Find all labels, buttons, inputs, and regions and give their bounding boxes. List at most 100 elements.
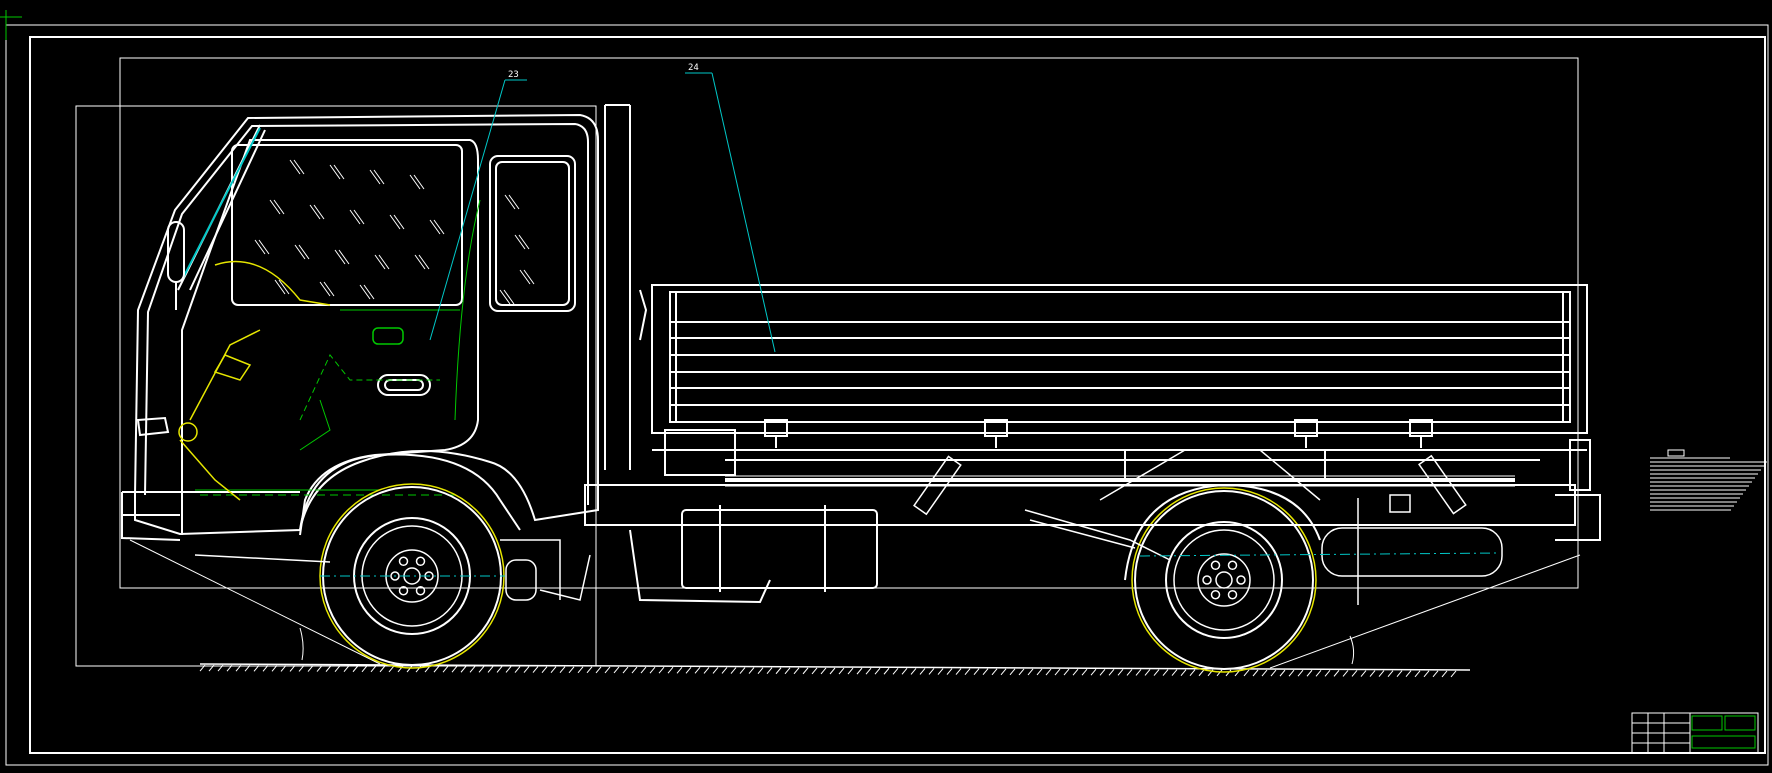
ground-hatch-stroke [1045,668,1052,676]
outer-border [5,24,1769,766]
ground-hatch-stroke [1342,670,1349,677]
front-suspension [194,539,591,601]
glass-tick [523,269,535,285]
ground-hatch-stroke [523,666,530,673]
ground-hatch-stroke [1198,669,1205,677]
glass-tick [369,169,381,185]
glass-tick [433,219,445,235]
lug-nut [1236,575,1246,585]
glass-tick [269,199,281,215]
ground-hatch-stroke [1405,670,1412,678]
ground-hatch-stroke [586,666,593,674]
lug-nut [1227,589,1238,600]
ground-hatch-stroke [1144,669,1151,676]
ground-hatch-stroke [838,667,845,675]
rear-cab-window-inner [495,161,570,306]
ground-hatch-stroke [1072,668,1079,676]
technical-notes-block [1650,449,1767,511]
ground-hatch-stroke [973,668,980,676]
glass-tick [418,254,430,270]
ground-hatch-stroke [1018,668,1025,676]
ground-hatch-stroke [1135,669,1142,676]
glass-tick [258,239,270,255]
ground-hatch-stroke [613,666,620,674]
ground-hatch-stroke [1117,669,1124,676]
ground-hatch-stroke [406,665,413,673]
ground-hatch-stroke [1423,670,1430,678]
ground-hatch-stroke [937,668,944,675]
callout-23-label: 23 [508,70,519,80]
ground-hatch-stroke [811,667,818,675]
glass-tick [353,209,365,225]
ground-hatch-stroke [793,667,800,675]
ground-hatch-stroke [235,664,242,672]
glass-tick [359,284,371,300]
lug-nut [1210,589,1221,600]
cab [121,104,631,541]
ground-hatch-stroke [1054,668,1061,676]
lug-nut [415,585,426,596]
cab-interior-hidden-lines [195,199,481,496]
ground-hatch-stroke [262,665,269,672]
glass-tick [309,204,321,220]
ground-hatch-stroke [1351,670,1358,677]
ground-hatch-stroke [928,668,935,675]
ground-hatch-stroke [1432,670,1439,678]
lug-nut [415,556,426,567]
ground-hatch-stroke [469,665,476,673]
glass-tick [503,289,515,305]
ground-hatch-stroke [847,667,854,675]
cargo-box [639,284,1601,541]
ground-hatch-stroke [460,665,467,673]
title-block [1631,712,1759,754]
lug-nut [1202,575,1212,585]
ground-hatch-stroke [1000,668,1007,676]
glass-tick [504,194,516,210]
ground-hatch-stroke [802,667,809,675]
glass-tick [333,164,345,180]
ground-hatch-stroke [316,665,323,672]
ground-hatch-stroke [1396,670,1403,677]
glass-tick [374,254,386,270]
ground-hatch-stroke [730,667,737,674]
rear-cab-window [489,155,576,312]
ground-hatch-stroke [1162,669,1169,676]
ground-hatch-stroke [1324,670,1331,677]
chassis-frame [584,475,1576,526]
lug-nut [1210,560,1221,571]
ground-hatch-stroke [685,666,692,674]
ground-hatch-stroke [352,665,359,673]
ground-hatch-stroke [856,667,863,675]
ground-hatch-stroke [1036,668,1043,676]
door-handle-inner [384,379,424,391]
headlight [136,416,170,437]
ground-hatch-stroke [487,666,494,673]
ground-hatch-stroke [559,666,566,674]
ground-hatch-stroke [1297,669,1304,677]
door-handle [377,374,431,396]
glass-tick [278,279,290,295]
ground-hatch-stroke [451,665,458,673]
ground-hatch-stroke [1315,669,1322,677]
ground-hatch-stroke [1189,669,1196,677]
cab-outline [134,113,599,536]
ground-hatch-stroke [919,668,926,675]
ground-hatch-stroke [1027,668,1034,676]
ground-hatch-stroke [766,667,773,675]
ground-hatch-stroke [442,665,449,673]
glass-tick [413,174,425,190]
ground-hatch-stroke [820,667,827,675]
windshield-pillar [177,124,266,291]
glass-tick [393,214,405,230]
ground-hatch-stroke [676,666,683,674]
a-pillar-strip [182,127,261,279]
ground-hatch-stroke [1090,668,1097,676]
ground-hatch-stroke [640,666,647,674]
ground-hatch-stroke [694,667,701,674]
glass-tick [378,254,390,270]
cargo-box-side-panel [669,291,1571,423]
ground-hatch-stroke [1063,668,1070,676]
ground-hatch-stroke [1279,669,1286,677]
ground-hatch-stroke [1306,669,1313,677]
ground-hatch-stroke [1288,669,1295,677]
